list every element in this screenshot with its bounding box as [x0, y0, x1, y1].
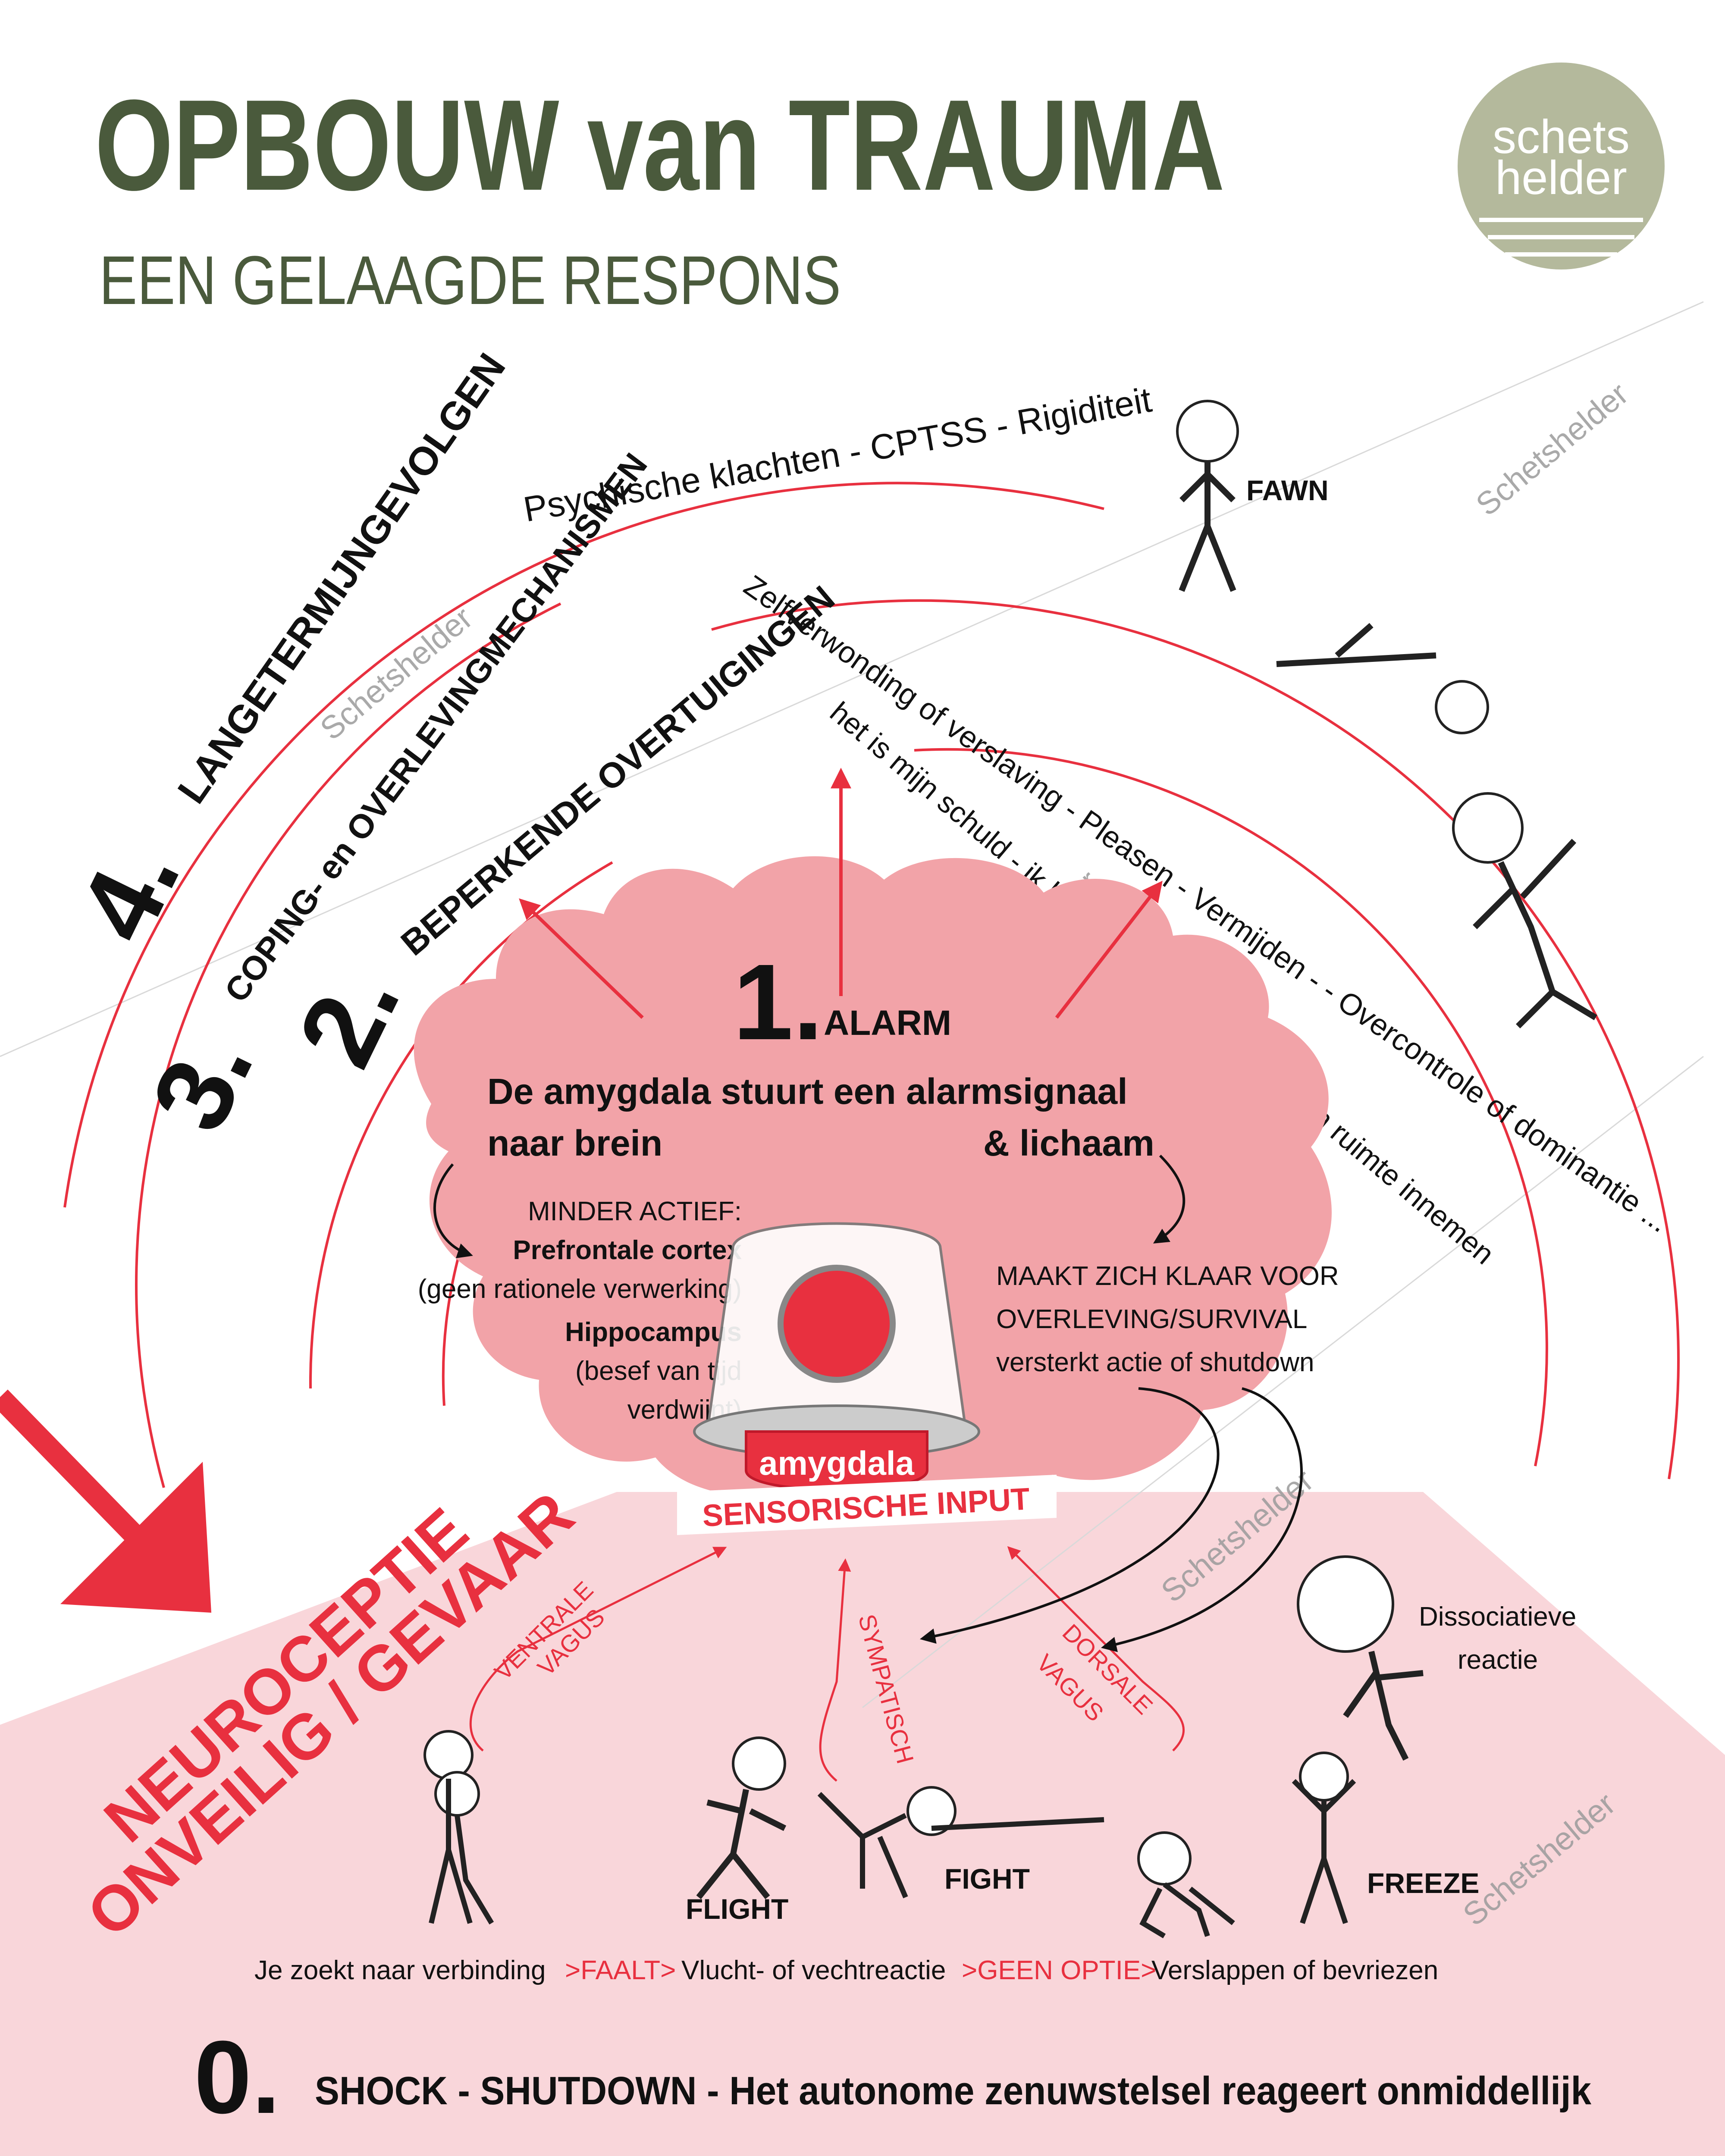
stick-figures: [423, 400, 1597, 1939]
page-title: OPBOUW van TRAUMA: [95, 72, 1225, 217]
logo-line2: helder: [1495, 151, 1627, 204]
dissociative-figure: [1297, 1555, 1424, 1761]
alarm-right-2: versterkt actie of shutdown: [996, 1348, 1314, 1377]
layer2-number: 2.: [275, 950, 422, 1084]
page-subtitle: EEN GELAAGDE RESPONS: [99, 241, 841, 319]
sensory-banner: [677, 1475, 1057, 1535]
freeze-label: FREEZE: [1367, 1867, 1479, 1899]
arc-layer4: [63, 482, 1104, 1208]
fight-label: FIGHT: [944, 1863, 1030, 1895]
pathway-arrows: [469, 1546, 1185, 1782]
alarm-right-0: MAAKT ZICH KLAAR VOOR: [996, 1261, 1339, 1291]
crouch-figure: [1137, 1831, 1235, 1939]
arc-layer3-outer: [135, 602, 561, 1488]
alarm-arrows: [519, 768, 1163, 1019]
black-return-arrows: [919, 1387, 1303, 1652]
diagonal-guide-lines: [0, 301, 1704, 1708]
freeze-figure: [1292, 1752, 1356, 1924]
alarm-left-3: Hippocampus: [565, 1317, 742, 1347]
shock-number: 0.: [194, 2019, 280, 2135]
brain-shape: [414, 856, 1332, 1507]
alarm-line1: De amygdala stuurt een alarmsignaal: [487, 1071, 1128, 1112]
logo-line1: schets: [1493, 110, 1630, 163]
flight-figure: [696, 1736, 787, 1899]
connection-figures: [423, 1730, 494, 1925]
flight-label: FLIGHT: [686, 1893, 788, 1925]
alarm-number: 1.: [733, 942, 823, 1062]
dissociative-label-1: Dissociatieve: [1419, 1602, 1576, 1632]
alarm-left-1: Prefrontale cortex: [513, 1235, 742, 1265]
alarm-left-2: (geen rationele verwerking): [418, 1274, 742, 1304]
arc-layer2-right: [914, 748, 1548, 1467]
curve-arrow-right: [1153, 1154, 1186, 1244]
alarm-line2a: naar brein: [487, 1123, 662, 1163]
fawn-figure: [1176, 400, 1239, 592]
lying-figure: [1276, 623, 1489, 734]
fawn-label: FAWN: [1246, 474, 1329, 506]
flow-step2: Vlucht- of vechtreactie: [681, 1955, 946, 1985]
alarm-left-0: MINDER ACTIEF:: [528, 1197, 742, 1226]
figure-labels: FAWN FLIGHT FIGHT FREEZE Dissociatieve r…: [686, 474, 1576, 1925]
alarm-right-1: OVERLEVING/SURVIVAL: [996, 1304, 1307, 1334]
amygdala-siren: amygdala: [693, 1222, 980, 1491]
neuroception-big-arrow: [0, 1389, 211, 1613]
fight-figure: [817, 1786, 1104, 1899]
neuroception-base-area: [0, 1492, 1725, 2156]
arc-layer3-right: [711, 599, 1680, 1479]
alarm-label: ALARM: [824, 1003, 951, 1043]
curve-arrow-left: [433, 1163, 473, 1258]
flow-sep1: >FAALT>: [565, 1955, 676, 1985]
bottom-flow: Je zoekt naar verbinding >FAALT> Vlucht-…: [254, 1955, 1438, 1985]
flow-step1: Je zoekt naar verbinding: [254, 1955, 546, 1985]
watermark: Schetshelder: [1469, 376, 1635, 523]
flow-sep2: >GEEN OPTIE>: [962, 1955, 1156, 1985]
layer4-number: 4.: [55, 825, 202, 959]
flow-step3: Verslappen of bevriezen: [1151, 1955, 1438, 1985]
dissociative-label-2: reactie: [1458, 1645, 1538, 1675]
alarm-left-list: MINDER ACTIEF: Prefrontale cortex (geen …: [418, 1197, 742, 1425]
schetshelder-logo: schets helder: [1458, 63, 1665, 270]
dominant-figure: [1452, 792, 1597, 1028]
siren-light: [778, 1265, 896, 1383]
amygdala-label: amygdala: [759, 1444, 914, 1482]
shock-text: SHOCK - SHUTDOWN - Het autonome zenuwste…: [315, 2069, 1592, 2113]
alarm-right-list: MAAKT ZICH KLAAR VOOR OVERLEVING/SURVIVA…: [996, 1261, 1339, 1377]
alarm-line2b: & lichaam: [983, 1123, 1154, 1163]
layer3-number: 3.: [128, 1015, 276, 1149]
